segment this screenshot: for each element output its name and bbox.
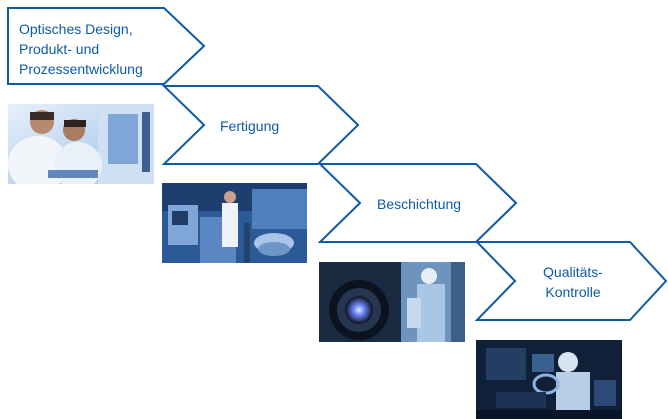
step-label-fertigung: Fertigung: [220, 118, 280, 134]
step-arrow-fertigung: [161, 85, 360, 165]
step-arrow-qualitaet: [474, 241, 668, 321]
photo-machine-operator: [162, 183, 307, 263]
step-label-qualitaet: Qualitäts- Kontrolle: [543, 264, 603, 300]
step-label-beschichtung: Beschichtung: [377, 196, 462, 212]
photo-coating-chamber: [319, 262, 465, 342]
photo-lab-engineers: [8, 104, 154, 184]
photo-quality-inspection: [476, 340, 622, 419]
step-arrow-design: [7, 7, 206, 85]
step-label-design: Optisches Design, Produkt- und Prozessen…: [19, 21, 143, 77]
